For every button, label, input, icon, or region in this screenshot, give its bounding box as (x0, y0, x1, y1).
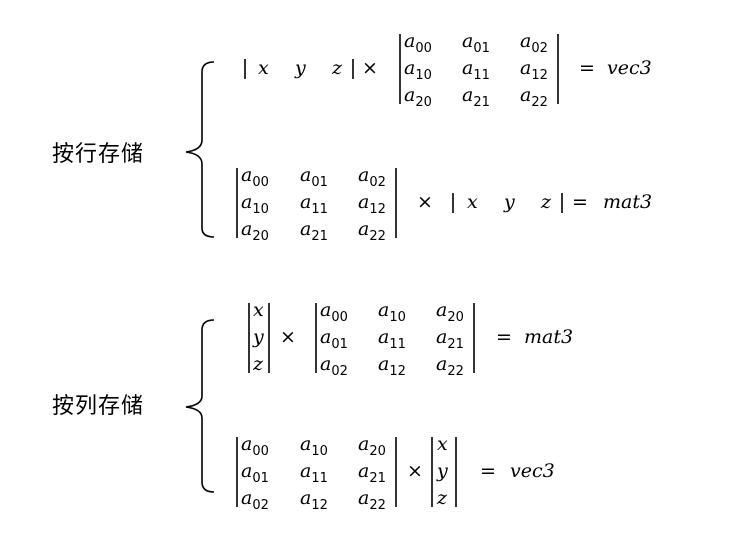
matrix-entry: a11 (378, 326, 406, 352)
matrix-entry: a10 (378, 299, 406, 325)
matrix-entry: a00 (404, 30, 432, 56)
matrix-entry: a12 (520, 57, 548, 83)
matrix-entry: a12 (300, 487, 328, 513)
vec-z: z (541, 191, 552, 213)
matrix-entry: a20 (358, 433, 386, 459)
matrix-entry: a21 (436, 326, 464, 352)
matrix-entry: a00 (320, 299, 348, 325)
matrix-entry: a22 (358, 487, 386, 513)
vec-x: x (253, 299, 264, 321)
vec-x: x (467, 191, 478, 213)
matrix-entry: a01 (462, 30, 490, 56)
matrix-entry: a01 (241, 460, 269, 486)
vec-x: x (258, 57, 269, 79)
vec-y: y (437, 460, 448, 482)
matrix-entry: a20 (241, 218, 269, 244)
label-column-storage: 按列存储 (52, 394, 145, 419)
matrix-entry: a10 (404, 57, 432, 83)
matrix-entry: a21 (462, 84, 490, 110)
matrix-entry: a22 (520, 84, 548, 110)
matrix-entry: a21 (300, 218, 328, 244)
equals-sign: = (572, 191, 588, 213)
matrix-entry: a12 (378, 353, 406, 379)
vec-y: y (253, 326, 264, 348)
result-label: vec3 (510, 460, 555, 482)
times-sign: × (280, 326, 296, 348)
matrix-entry: a11 (300, 460, 328, 486)
matrix-entry: a22 (436, 353, 464, 379)
vec-y: y (295, 57, 306, 79)
matrix-entry: a11 (462, 57, 490, 83)
equals-sign: = (579, 57, 595, 79)
times-sign: × (417, 191, 433, 213)
result-label: mat3 (524, 326, 574, 348)
vec-y: y (504, 191, 515, 213)
matrix-entry: a22 (358, 218, 386, 244)
result-label: mat3 (603, 191, 653, 213)
matrix-entry: a02 (320, 353, 348, 379)
matrix-entry: a00 (241, 433, 269, 459)
result-label: vec3 (607, 57, 652, 79)
matrix-entry: a10 (241, 191, 269, 217)
matrix-entry: a21 (358, 460, 386, 486)
matrix-entry: a12 (358, 191, 386, 217)
brace-row-storage (185, 61, 215, 238)
matrix-entry: a01 (300, 164, 328, 190)
vec-z: z (253, 353, 264, 375)
matrix-entry: a01 (320, 326, 348, 352)
matrix-entry: a02 (241, 487, 269, 513)
vec-x: x (437, 433, 448, 455)
matrix-entry: a20 (404, 84, 432, 110)
times-sign: × (362, 57, 378, 79)
vec-z: z (437, 487, 448, 509)
label-row-storage: 按行存储 (52, 142, 145, 167)
matrix-entry: a11 (300, 191, 328, 217)
matrix-entry: a20 (436, 299, 464, 325)
matrix-entry: a10 (300, 433, 328, 459)
brace-column-storage (185, 319, 215, 493)
matrix-entry: a00 (241, 164, 269, 190)
matrix-entry: a02 (358, 164, 386, 190)
times-sign: × (407, 460, 423, 482)
vec-z: z (332, 57, 343, 79)
matrix-entry: a02 (520, 30, 548, 56)
equals-sign: = (480, 460, 496, 482)
equals-sign: = (496, 326, 512, 348)
